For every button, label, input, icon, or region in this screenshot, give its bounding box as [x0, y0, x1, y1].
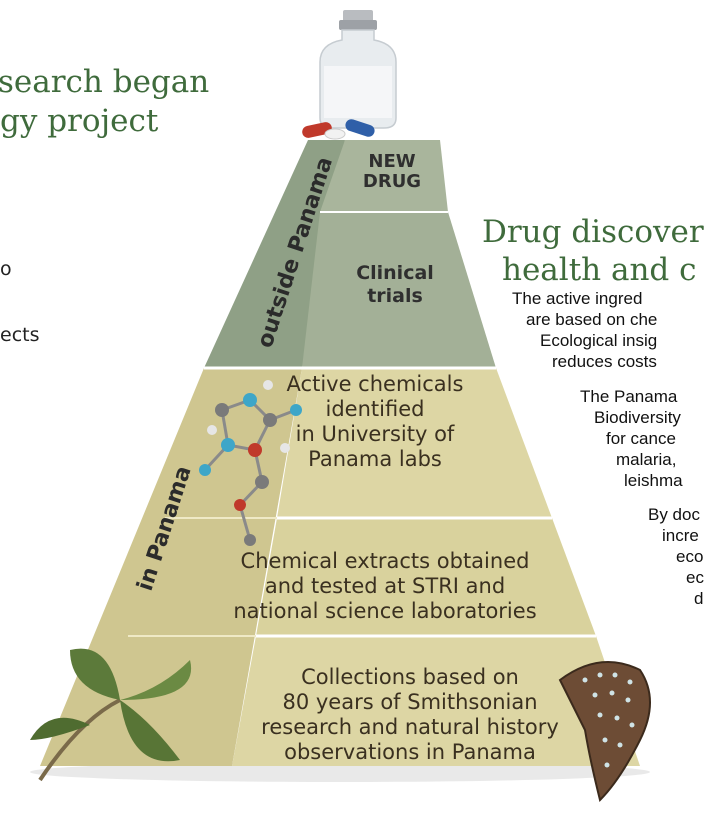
right-text-line: The active ingred: [512, 289, 643, 308]
right-text-line: ec: [686, 568, 704, 587]
tier-chemical-extracts: [256, 518, 596, 636]
tier-text-line: Panama labs: [308, 447, 442, 471]
molecule-icon: [199, 380, 302, 546]
tier-text-line: NEW: [368, 151, 416, 172]
tier-text-line: trials: [367, 285, 423, 307]
tier-label-clinical-trials: Clinical trials: [320, 262, 470, 308]
right-text-line: By doc: [648, 505, 700, 524]
right-text-line: Biodiversity: [594, 408, 681, 427]
right-paragraph-3: By doc incre eco ec d: [648, 504, 708, 609]
tier-text-line: Chemical extracts obtained: [240, 549, 530, 573]
tier-clinical-trials: [302, 212, 496, 368]
tier-text-line: identified: [325, 397, 425, 421]
tier-collections: [232, 636, 640, 766]
tier-label-active-chemicals: Active chemicals identified in Universit…: [260, 372, 490, 472]
right-text-line: malaria,: [616, 450, 677, 469]
tier-text-line: in University of: [295, 422, 455, 446]
right-title-line-2: health and c: [502, 252, 697, 288]
vial-icon: [319, 10, 397, 129]
leaf-icon: [30, 648, 192, 782]
right-text-line: d: [694, 589, 704, 608]
pills-icon: [302, 119, 375, 140]
right-text-line: incre: [662, 526, 699, 545]
tier-new-drug: [320, 140, 448, 212]
right-title-line-1: Drug discover: [482, 214, 704, 250]
tier-active-chemicals: [277, 368, 552, 518]
right-paragraph-1: The active ingred are based on che Ecolo…: [508, 288, 708, 372]
left-text-fragment: o: [0, 258, 12, 280]
left-title-line-2: gy project: [0, 103, 159, 139]
tier-text-line: Clinical: [356, 262, 434, 284]
caterpillar-icon: [558, 661, 651, 802]
right-text-line: leishma: [624, 471, 683, 490]
right-paragraph-2: The Panama Biodiversity for cance malari…: [580, 386, 708, 491]
tier-text-line: Collections based on: [301, 665, 519, 689]
right-text-line: eco: [676, 547, 704, 566]
right-text-line: for cance: [606, 429, 676, 448]
right-text-line: reduces costs: [552, 352, 657, 371]
left-text-fragment: ects: [0, 324, 40, 346]
right-text-line: The Panama: [580, 387, 678, 406]
left-title-line-1: search began: [0, 64, 210, 100]
right-text-line: Ecological insig: [540, 331, 658, 350]
tier-text-line: 80 years of Smithsonian: [282, 690, 538, 714]
tier-label-new-drug: NEW DRUG: [352, 152, 432, 192]
tier-text-line: research and natural history: [261, 715, 559, 739]
right-text-line: are based on che: [526, 310, 658, 329]
tier-label-chemical-extracts: Chemical extracts obtained and tested at…: [195, 549, 575, 624]
tier-text-line: Active chemicals: [286, 372, 464, 396]
tier-text-line: and tested at STRI and: [264, 574, 506, 598]
tier-text-line: observations in Panama: [284, 740, 536, 764]
tier-text-line: DRUG: [362, 171, 422, 192]
tier-text-line: national science laboratories: [233, 599, 537, 623]
tier-label-collections: Collections based on 80 years of Smithso…: [215, 665, 605, 765]
